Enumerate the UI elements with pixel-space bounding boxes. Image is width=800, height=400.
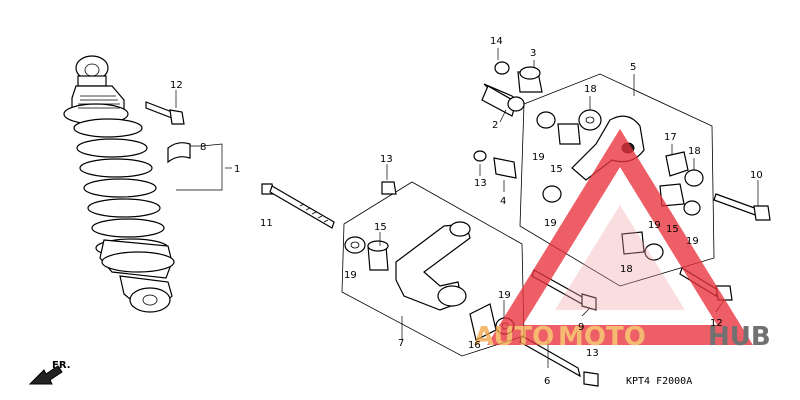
callout-3: 3 [530, 48, 536, 59]
callout-18b: 18 [688, 146, 701, 157]
callout-17: 17 [664, 132, 677, 143]
callout-4: 4 [500, 196, 506, 207]
watermark-text-hub: HUB [708, 322, 771, 352]
callout-15b: 15 [550, 164, 563, 175]
shock-absorber [63, 55, 175, 313]
callout-labels: 1 2 3 4 5 6 7 8 9 10 11 12 12 13 13 13 1… [170, 36, 763, 387]
watermark-triangle [487, 128, 753, 345]
callout-13a: 13 [380, 154, 393, 165]
front-direction-indicator: FR. [28, 360, 71, 385]
callout-16: 16 [468, 340, 481, 351]
callout-6: 6 [544, 376, 550, 387]
callout-13c: 13 [586, 348, 599, 359]
diagram-code: KPT4 F2000A [626, 376, 692, 387]
callout-7: 7 [398, 338, 404, 349]
coil-spring [73, 118, 169, 258]
callout-8: 8 [200, 142, 206, 153]
watermark-inner-triangle [555, 205, 685, 310]
callout-11: 11 [260, 218, 273, 229]
left-fasteners [145, 101, 335, 229]
callout-18c: 18 [620, 264, 633, 275]
callout-12b: 12 [710, 318, 723, 329]
callout-18a: 18 [584, 84, 597, 95]
callout-9: 9 [578, 322, 584, 333]
callout-19e: 19 [686, 236, 699, 247]
callout-2: 2 [492, 120, 498, 131]
callout-19b: 19 [344, 270, 357, 281]
callout-19a: 19 [532, 152, 545, 163]
callout-19c: 19 [498, 290, 511, 301]
callout-19f: 19 [648, 220, 661, 231]
callout-5: 5 [630, 62, 636, 73]
callout-10: 10 [750, 170, 763, 181]
callout-12a: 12 [170, 80, 183, 91]
arm-assembly [473, 61, 771, 301]
callout-15a: 15 [374, 222, 387, 233]
watermark-text-moto: MOTO [558, 322, 646, 352]
watermark: AUTO MOTO HUB [474, 128, 771, 352]
callout-15c: 15 [666, 224, 679, 235]
leader-lines [175, 48, 759, 368]
callout-14: 14 [490, 36, 503, 47]
front-arrow-icon [28, 365, 63, 385]
callout-1: 1 [234, 164, 240, 175]
callout-13b: 13 [474, 178, 487, 189]
watermark-text-auto: AUTO [474, 322, 554, 352]
front-direction-label: FR. [52, 360, 71, 371]
callout-19d: 19 [544, 218, 557, 229]
